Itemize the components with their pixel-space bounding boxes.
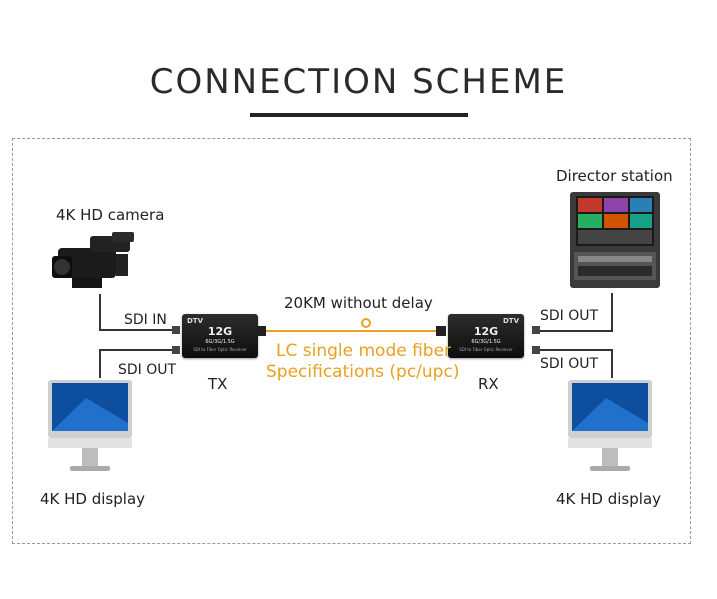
tx-sub: 6G/3G/1.5G bbox=[205, 339, 235, 345]
rx-rate: 12G bbox=[473, 325, 499, 338]
sdi-out-right-top-label: SDI OUT bbox=[540, 308, 599, 324]
sdi-out-left-wire bbox=[99, 349, 176, 378]
page-title: CONNECTION SCHEME bbox=[149, 62, 568, 102]
diagram-frame bbox=[12, 138, 691, 544]
left-display-icon bbox=[48, 380, 132, 471]
fiber-type-label: LC single mode fiber bbox=[276, 341, 452, 361]
tx-device: DTV 12G 6G/3G/1.5G SDI to Fiber Optic Re… bbox=[182, 314, 258, 358]
distance-label: 20KM without delay bbox=[284, 294, 433, 312]
left-display-label: 4K HD display bbox=[40, 490, 146, 508]
sdi-in-label: SDI IN bbox=[124, 312, 167, 328]
fiber-spec-label: Specifications (pc/upc) bbox=[266, 362, 460, 382]
right-display-label: 4K HD display bbox=[556, 490, 662, 508]
sdi-out-right-bottom-wire bbox=[536, 349, 613, 378]
sdi-out-right-bottom-label: SDI OUT bbox=[540, 356, 599, 372]
rx-tiny: SDI to Fiber Optic Receiver bbox=[459, 347, 513, 352]
rx-brand: DTV bbox=[502, 317, 519, 325]
sdi-in-wire bbox=[99, 294, 176, 331]
tx-brand: DTV bbox=[187, 317, 204, 325]
director-label: Director station bbox=[556, 167, 673, 185]
tx-tiny: SDI to Fiber Optic Receiver bbox=[193, 347, 247, 352]
rx-sub: 6G/3G/1.5G bbox=[471, 339, 501, 345]
right-display-icon bbox=[568, 380, 652, 471]
rx-label: RX bbox=[478, 375, 499, 393]
sdi-out-right-top-wire bbox=[536, 293, 613, 332]
tx-rate: 12G bbox=[207, 325, 233, 338]
tx-label: TX bbox=[208, 375, 228, 393]
camera-icon bbox=[52, 232, 134, 288]
fiber-midpoint bbox=[361, 318, 371, 328]
camera-label: 4K HD camera bbox=[56, 206, 165, 224]
title-underline bbox=[250, 113, 468, 117]
director-station-icon bbox=[570, 192, 660, 288]
sdi-out-left-label: SDI OUT bbox=[118, 362, 177, 378]
rx-device: DTV 12G 6G/3G/1.5G SDI to Fiber Optic Re… bbox=[448, 314, 524, 358]
